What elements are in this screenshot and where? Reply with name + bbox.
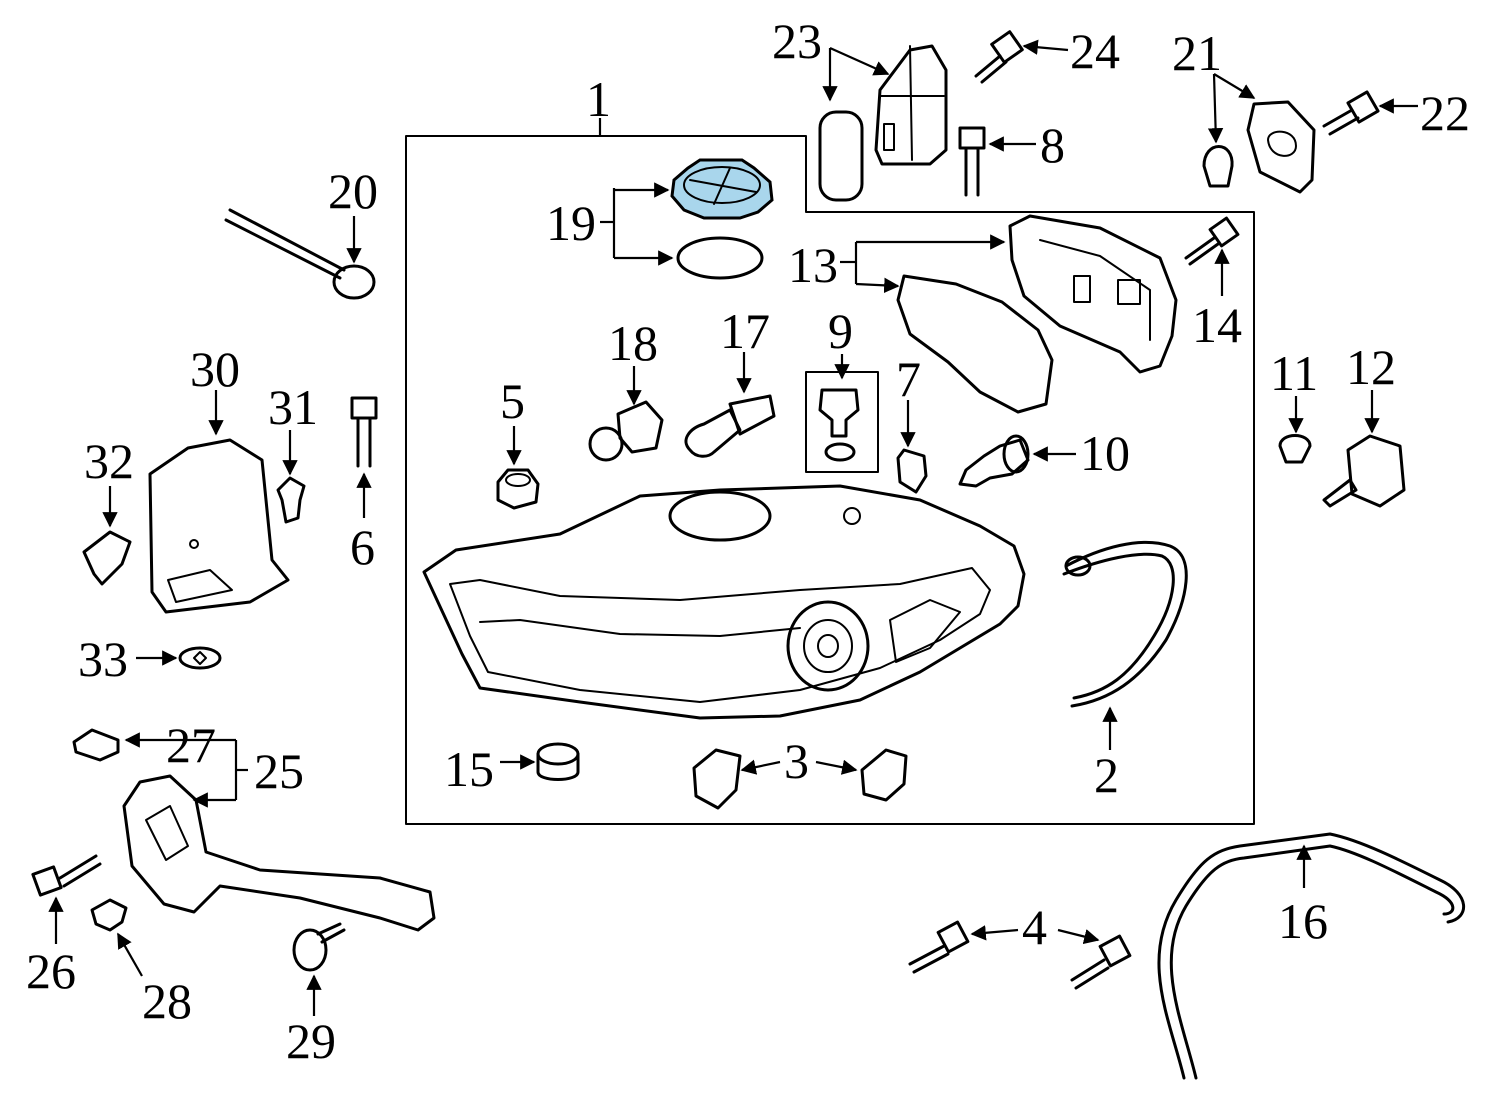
wire-harness-part-20[interactable] — [224, 208, 376, 300]
cap-part-9[interactable] — [818, 388, 860, 462]
label-32: 32 — [84, 433, 134, 489]
bolt-part-26[interactable] — [31, 854, 102, 897]
housing-cover-part-13[interactable] — [1008, 214, 1178, 374]
label-13: 13 — [788, 237, 838, 293]
bracket-part-3-right[interactable] — [860, 748, 908, 802]
label-23: 23 — [772, 13, 822, 69]
label-27: 27 — [166, 717, 216, 773]
assembly-frame — [405, 135, 1255, 825]
bracket-part-3-left[interactable] — [692, 748, 742, 810]
label-6: 6 — [350, 519, 375, 575]
label-11: 11 — [1270, 345, 1318, 401]
label-25: 25 — [254, 743, 304, 799]
label-5: 5 — [500, 373, 525, 429]
label-7: 7 — [896, 351, 921, 407]
label-30: 30 — [190, 341, 240, 397]
mounting-bracket-part-25[interactable] — [122, 774, 436, 932]
cable-part-2[interactable] — [1062, 540, 1188, 708]
clip-part-27[interactable] — [72, 728, 120, 762]
label-33: 33 — [78, 631, 128, 687]
clip-part-28[interactable] — [90, 898, 128, 932]
screw-part-29[interactable] — [292, 922, 346, 972]
label-28: 28 — [142, 973, 192, 1029]
label-14: 14 — [1192, 297, 1242, 353]
heat-shield-part-30[interactable] — [148, 438, 290, 614]
clip-part-31[interactable] — [276, 476, 306, 524]
label-21: 21 — [1172, 25, 1222, 81]
bracket-part-21[interactable] — [1246, 100, 1316, 194]
label-16: 16 — [1278, 893, 1328, 949]
igniter-part-12[interactable] — [1322, 434, 1406, 508]
screw-part-14[interactable] — [1184, 216, 1240, 266]
bulb-part-17[interactable] — [684, 394, 776, 458]
gasket-part-13[interactable] — [896, 274, 1054, 414]
o-ring-part-19[interactable] — [676, 236, 764, 280]
label-17: 17 — [720, 303, 770, 359]
bolt-part-4-right[interactable] — [1070, 934, 1132, 990]
label-9: 9 — [828, 303, 853, 359]
screw-part-22[interactable] — [1322, 90, 1380, 136]
bolt-part-4-left[interactable] — [908, 920, 970, 974]
actuator-part-10[interactable] — [958, 434, 1030, 488]
label-3: 3 — [784, 733, 809, 789]
label-4: 4 — [1022, 899, 1047, 955]
bulb-socket-part-18[interactable] — [588, 400, 664, 462]
label-20: 20 — [328, 163, 378, 219]
callout-labels: 1 2 3 4 5 6 7 8 9 10 11 12 13 14 15 16 1… — [26, 13, 1470, 1069]
label-19: 19 — [546, 195, 596, 251]
label-24: 24 — [1070, 23, 1120, 79]
clip-part-32[interactable] — [82, 530, 132, 586]
label-10: 10 — [1080, 425, 1130, 481]
connector-part-7[interactable] — [896, 448, 928, 494]
control-module-part-23[interactable] — [874, 44, 948, 166]
label-31: 31 — [268, 379, 318, 435]
gasket-part-23[interactable] — [818, 110, 864, 202]
bulb-cover-part-19[interactable] — [670, 158, 774, 220]
label-15: 15 — [444, 741, 494, 797]
label-22: 22 — [1420, 85, 1470, 141]
part-9-box — [805, 371, 879, 473]
cap-part-15[interactable] — [536, 742, 580, 781]
label-8: 8 — [1040, 117, 1065, 173]
screw-part-24[interactable] — [974, 30, 1024, 84]
label-18: 18 — [608, 315, 658, 371]
label-29: 29 — [286, 1013, 336, 1069]
washer-part-33[interactable] — [178, 646, 222, 670]
clip-part-21[interactable] — [1202, 145, 1234, 188]
hose-part-16[interactable] — [1157, 832, 1466, 1080]
label-26: 26 — [26, 943, 76, 999]
label-1: 1 — [586, 71, 611, 127]
grommet-part-5[interactable] — [496, 468, 540, 510]
bolt-part-6[interactable] — [350, 396, 378, 468]
label-2: 2 — [1094, 747, 1119, 803]
label-12: 12 — [1346, 339, 1396, 395]
headlamp-assembly-part-1[interactable] — [422, 484, 1026, 720]
screw-part-8[interactable] — [958, 126, 986, 197]
plug-part-11[interactable] — [1278, 434, 1312, 464]
